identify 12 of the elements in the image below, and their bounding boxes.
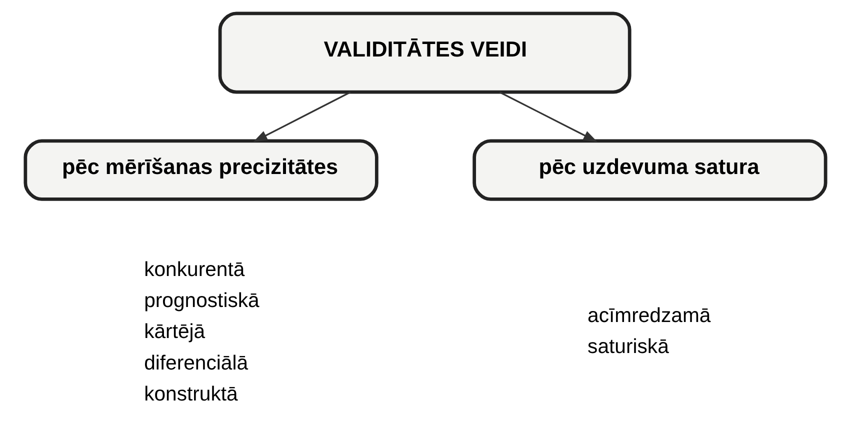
arrow xyxy=(252,92,350,142)
node-label: diferenciālā xyxy=(144,352,248,374)
node-label: konkurentā xyxy=(144,258,244,281)
node-label: konstruktā xyxy=(144,384,238,406)
node-label: prognostiskā xyxy=(144,290,259,312)
arrow xyxy=(498,92,597,142)
node-box: VALIDITĀTES VEIDI xyxy=(218,12,631,94)
node-label: kārtējā xyxy=(144,321,205,344)
node-box: pēc mērīšanas precizitātes xyxy=(23,139,378,201)
node-box: pēc uzdevuma satura xyxy=(472,139,827,201)
node-label: saturiskā xyxy=(587,336,668,358)
node-label: acīmredzamā xyxy=(587,304,710,327)
